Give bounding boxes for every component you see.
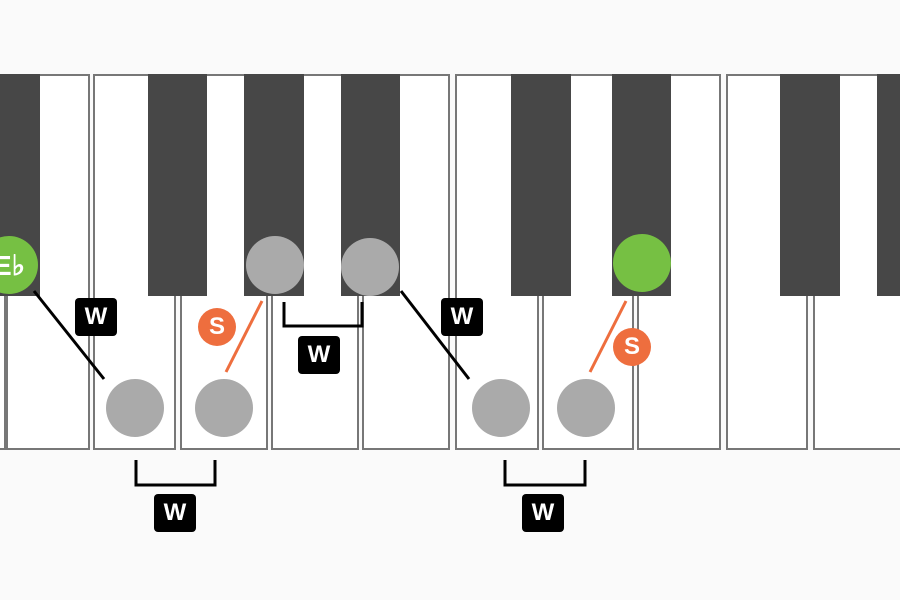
scale-note-marker <box>557 379 615 437</box>
whole-step-bracket <box>503 460 587 487</box>
half-step-label: S <box>198 308 236 346</box>
whole-step-label: W <box>441 298 483 336</box>
scale-note-marker <box>246 236 304 294</box>
black-key <box>148 74 207 296</box>
whole-step-label: W <box>75 298 117 336</box>
black-key <box>877 74 900 296</box>
root-note-marker <box>613 234 671 292</box>
scale-note-marker <box>195 379 253 437</box>
whole-step-bracket <box>134 460 217 487</box>
black-key <box>511 74 571 296</box>
whole-step-label: W <box>522 494 564 532</box>
whole-step-label: W <box>154 494 196 532</box>
half-step-line <box>588 300 628 373</box>
half-step-line <box>224 300 264 373</box>
half-step-label: S <box>613 328 651 366</box>
black-key <box>780 74 840 296</box>
root-note-label: E♭ <box>0 249 25 281</box>
scale-note-marker <box>341 238 399 296</box>
whole-step-label: W <box>298 336 340 374</box>
whole-step-line <box>399 290 471 380</box>
whole-step-line <box>32 290 106 380</box>
whole-step-bracket <box>282 302 364 328</box>
scale-note-marker <box>472 379 530 437</box>
scale-note-marker <box>106 379 164 437</box>
